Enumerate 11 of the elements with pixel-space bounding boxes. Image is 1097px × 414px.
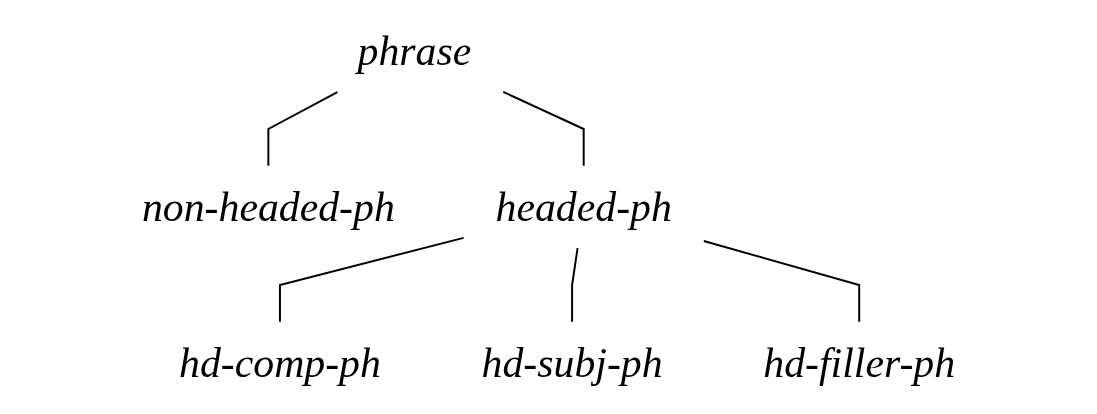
- connector: [502, 90, 585, 167]
- node-text: headed-ph: [495, 184, 672, 230]
- connector: [702, 240, 861, 323]
- node-text: hd-filler-ph: [763, 340, 956, 386]
- connector: [267, 91, 339, 167]
- connector: [571, 247, 579, 323]
- connector: [278, 236, 465, 323]
- node-text: hd-subj-ph: [481, 340, 663, 386]
- node-text: non-headed-ph: [141, 184, 395, 230]
- node-text: hd-comp-ph: [179, 340, 381, 386]
- node-text: phrase: [357, 28, 472, 74]
